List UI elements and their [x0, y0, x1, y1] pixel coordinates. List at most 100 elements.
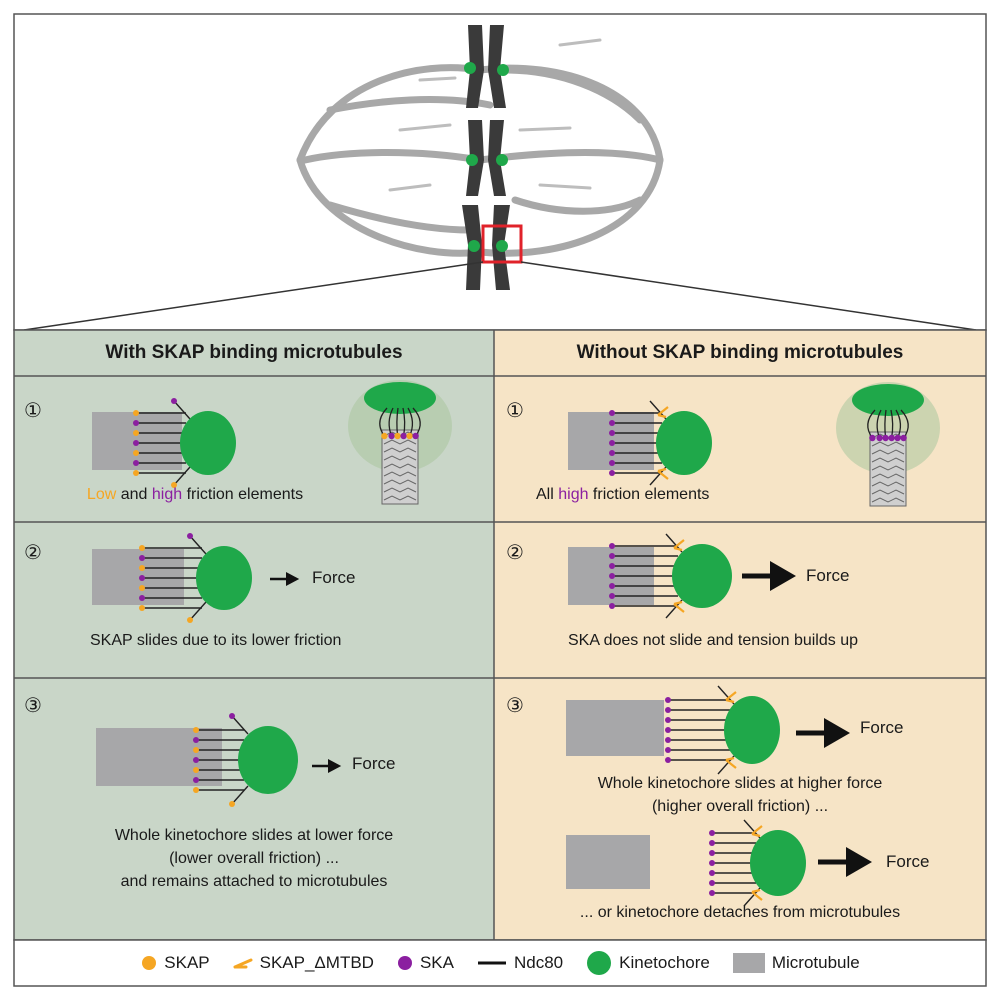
ska-dot	[609, 410, 615, 416]
left-row2-caption: SKAP slides due to its lower friction	[90, 632, 342, 649]
skap-mtbd-mark	[673, 539, 685, 552]
inset-lattice	[871, 449, 905, 455]
ska-dot	[187, 533, 193, 539]
inset-lattice	[871, 473, 905, 479]
ndc80-tether	[231, 715, 249, 735]
ska-dot	[229, 713, 235, 719]
skap-mtbd-mark	[725, 691, 737, 704]
legend-kinetochore: Kinetochore	[585, 950, 710, 976]
ska-dot	[171, 398, 177, 404]
skap-mtbd-mark	[657, 406, 669, 419]
skap-dot	[133, 470, 139, 476]
ska-dot	[609, 593, 615, 599]
ska-dot	[609, 603, 615, 609]
inset-ska-dot	[882, 434, 889, 442]
skap-mtbd-mark	[673, 600, 685, 613]
left-row1-caption: Low and high friction elements	[86, 486, 304, 503]
left-row3-caption: Whole kinetochore slides at lower force …	[114, 827, 394, 890]
inset-lattice	[871, 481, 905, 487]
ska-dot	[709, 830, 715, 836]
inset-skap-dot	[381, 432, 388, 440]
ska-dot	[133, 420, 139, 426]
ska-dot	[609, 470, 615, 476]
skap-mtbd-icon	[233, 958, 253, 969]
inset-microtubule	[381, 429, 419, 505]
ska-dot	[609, 573, 615, 579]
high-word: high	[151, 486, 183, 503]
legend-ndc80: Ndc80	[476, 953, 563, 973]
ska-dot	[665, 757, 671, 763]
force-arrow-left-3-head	[328, 759, 342, 773]
skap-dot	[171, 482, 177, 488]
kinetochore-dots	[464, 62, 509, 252]
kinetochore	[750, 830, 806, 896]
ska-dot	[133, 440, 139, 446]
ska-dot	[665, 697, 671, 703]
skap-dot	[193, 787, 199, 793]
step-number-2-left: ②	[24, 542, 42, 564]
spindle-illustration	[13, 13, 987, 331]
force-arrow-right-2-head	[770, 561, 796, 591]
step-number-3-left: ③	[24, 695, 42, 717]
legend-ska: SKA	[396, 953, 454, 973]
ska-dot	[609, 420, 615, 426]
inset-ska-dot	[869, 434, 876, 442]
inset-lattice	[383, 439, 417, 445]
inset-lattice	[383, 471, 417, 477]
kinetochore	[672, 544, 732, 608]
force-label-right-3a: Force	[860, 718, 904, 737]
force-arrow-left-2-head	[286, 572, 300, 586]
ska-dot	[709, 850, 715, 856]
ndc80-line-icon	[477, 961, 506, 965]
ska-dot	[709, 890, 715, 896]
kinetochore-icon	[587, 951, 612, 975]
inset-lattice	[383, 455, 417, 461]
ska-dot	[665, 727, 671, 733]
inset-ska-dot	[400, 432, 407, 440]
low-word: Low	[86, 486, 117, 503]
kinetochore	[196, 546, 252, 610]
force-label-right-3b: Force	[886, 852, 930, 871]
force-arrow-right-3a-head	[824, 718, 850, 748]
ndc80-tether	[173, 466, 191, 486]
spindle-fibers	[296, 64, 664, 257]
right-row3-caption-a: Whole kinetochore slides at higher force…	[597, 775, 883, 815]
inset-lattice	[383, 447, 417, 453]
skap-mtbd-mark	[751, 825, 763, 838]
skap-dot	[139, 545, 145, 551]
skap-dot	[193, 767, 199, 773]
inset-ska-dot	[900, 434, 907, 442]
ska-dot	[609, 460, 615, 466]
ska-dot	[193, 737, 199, 743]
ska-dot	[665, 737, 671, 743]
ska-dot	[133, 460, 139, 466]
ska-dot	[193, 777, 199, 783]
ska-dot	[665, 747, 671, 753]
step-number-3-right: ③	[506, 695, 524, 717]
ska-dot	[609, 553, 615, 559]
skap-dot	[133, 430, 139, 436]
right-row2-caption: SKA does not slide and tension builds up	[568, 632, 858, 649]
microtubule-icon	[732, 953, 765, 973]
skap-dot	[139, 585, 145, 591]
ska-dot	[609, 450, 615, 456]
skap-dot	[139, 605, 145, 611]
skap-dot	[133, 410, 139, 416]
left-header: With SKAP binding microtubules	[105, 342, 403, 363]
kinetochore	[724, 696, 780, 764]
skap-dot-icon	[142, 956, 157, 970]
step-number-2-right: ②	[506, 542, 524, 564]
ndc80-tether	[189, 601, 207, 621]
zoom-line-left	[23, 261, 484, 331]
legend-skap-mtbd: SKAP_ΔMTBD	[232, 953, 374, 973]
ska-dot	[193, 757, 199, 763]
kinetochore	[180, 411, 236, 475]
inset-kinetochore	[364, 382, 436, 414]
ska-dot	[609, 583, 615, 589]
high-word-right: high	[558, 486, 589, 503]
legend-microtubule: Microtubule	[732, 952, 860, 974]
inset-ska-dot	[412, 432, 419, 440]
right-row3-caption-b: ... or kinetochore detaches from microtu…	[579, 904, 901, 921]
inset-lattice	[383, 479, 417, 485]
legend: SKAP SKAP_ΔMTBD SKA Ndc80 Kinetochore Mi…	[20, 942, 980, 984]
